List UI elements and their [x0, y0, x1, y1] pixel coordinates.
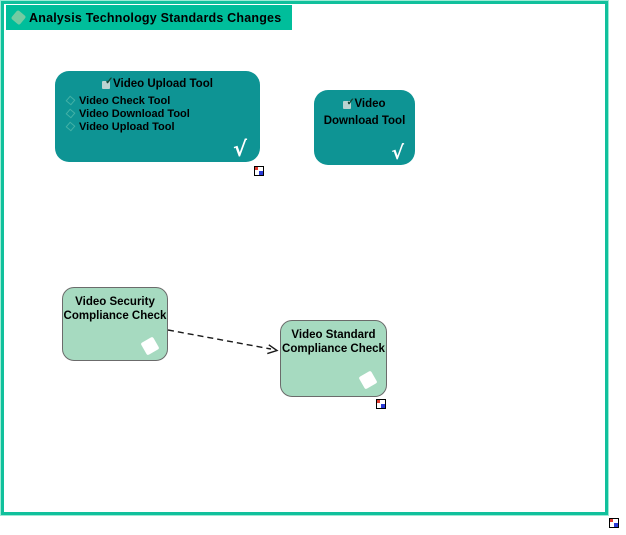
node-title: Video Security Compliance Check [63, 296, 167, 322]
node-video-download-tool[interactable]: ✓ Video Download Tool √ [314, 90, 415, 165]
list-item[interactable]: Video Download Tool [65, 107, 260, 120]
diamond-icon [10, 9, 27, 26]
nested-item-list: Video Check Tool Video Download Tool Vid… [65, 94, 260, 133]
node-title-row: ✓ Video Upload Tool [55, 71, 260, 90]
list-item[interactable]: Video Check Tool [65, 94, 260, 107]
list-item-label: Video Download Tool [79, 107, 190, 120]
model-reference-icon[interactable] [254, 166, 264, 176]
checkmark-icon: ✓ [105, 75, 114, 87]
node-video-standard-compliance-check[interactable]: Video Standard Compliance Check [280, 320, 387, 397]
checkbox-icon: ✓ [102, 75, 114, 90]
model-reference-icon[interactable] [609, 518, 619, 528]
list-item[interactable]: Video Upload Tool [65, 120, 260, 133]
node-video-upload-tool[interactable]: ✓ Video Upload Tool Video Check Tool Vid… [55, 71, 260, 162]
view-title: Analysis Technology Standards Changes [29, 10, 282, 25]
diamond-outline-icon [65, 95, 76, 106]
list-item-label: Video Check Tool [79, 94, 171, 107]
node-title: ✓ Video Download Tool [323, 96, 406, 127]
checkbox-icon: ✓ [343, 96, 355, 110]
white-diamond-icon [140, 336, 160, 356]
node-video-security-compliance-check[interactable]: Video Security Compliance Check [62, 287, 168, 361]
node-title: Video Upload Tool [113, 78, 213, 90]
service-glyph-icon: √ [232, 137, 247, 161]
diamond-outline-icon [65, 121, 76, 132]
service-glyph-icon: √ [391, 142, 404, 164]
diamond-outline-icon [65, 108, 76, 119]
checkmark-icon: ✓ [346, 96, 355, 108]
list-item-label: Video Upload Tool [79, 120, 175, 133]
model-reference-icon[interactable] [376, 399, 386, 409]
node-title: Video Standard Compliance Check [282, 329, 385, 355]
white-diamond-icon [358, 370, 378, 390]
view-header[interactable]: Analysis Technology Standards Changes [6, 5, 292, 30]
